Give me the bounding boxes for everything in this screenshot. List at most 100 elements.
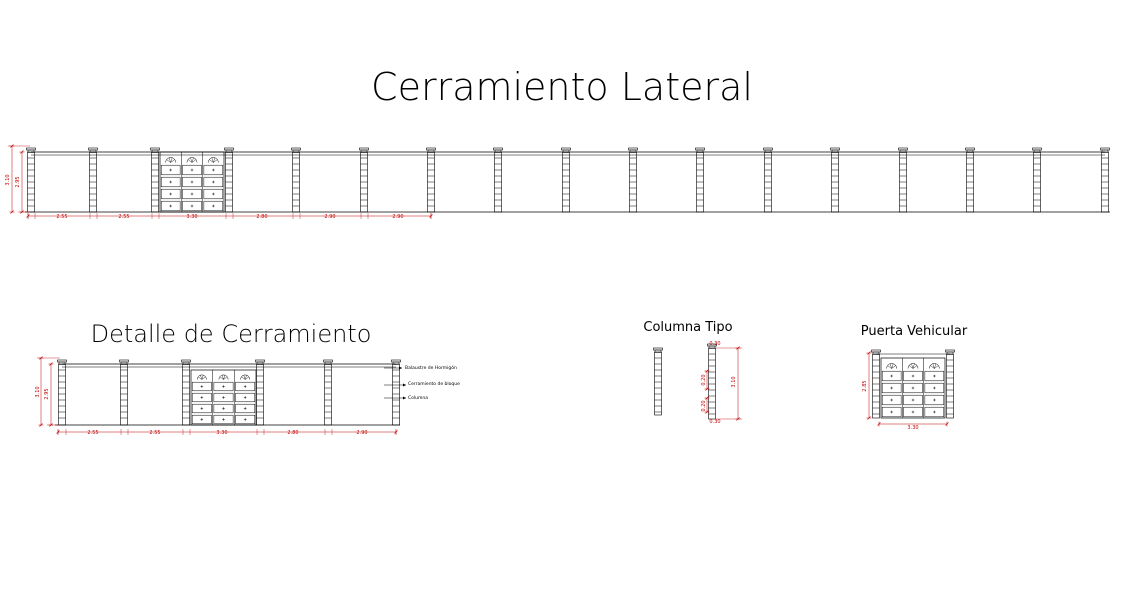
gate-fan-ray [191, 159, 197, 163]
gate-frame [159, 151, 225, 213]
column-cap [871, 349, 881, 353]
gate-panel-ornament [190, 180, 194, 184]
gate-fan-ray [887, 365, 892, 369]
gate-panel [235, 381, 256, 392]
gate-panel-ornament [190, 204, 194, 208]
gate-panel-ornament [911, 374, 915, 378]
lateral-span-4: 2.80 [256, 214, 267, 220]
title-detalle-cerramiento: Detalle de Cerramiento [91, 320, 372, 348]
gate-panel-ornament [200, 396, 204, 399]
column [965, 147, 975, 213]
column-collar [360, 149, 368, 153]
detail-fence [55, 359, 401, 426]
annotation-arrow [403, 396, 406, 400]
gate-fan-ray [912, 363, 915, 369]
gate-fan [929, 363, 940, 369]
column-collar [966, 149, 974, 153]
annotation-arrow [399, 366, 402, 370]
column [181, 359, 191, 426]
gate-fan [886, 363, 897, 369]
gate-panel-ornament [911, 398, 915, 402]
column-collar [899, 149, 907, 153]
column-collar [764, 149, 772, 153]
gate-fan-ray [190, 157, 193, 163]
column [291, 147, 301, 213]
annotation-balaustre: Balaustre de Hormigón [405, 364, 457, 371]
gate-fan-ray [223, 376, 228, 380]
detail-span-3: 3.30 [216, 430, 227, 436]
column-collar [708, 345, 716, 349]
column-cap [493, 147, 503, 151]
gate-fan-ray [244, 375, 247, 380]
gate-panel [213, 392, 234, 403]
gate-panel [182, 176, 202, 188]
column [628, 147, 638, 213]
gate-fan-ray [911, 363, 914, 369]
column-cap [628, 147, 638, 151]
column [871, 349, 881, 419]
column-cap [763, 147, 773, 151]
title-cerramiento-lateral: Cerramiento Lateral [371, 65, 753, 109]
gate-panel-ornament [169, 180, 172, 184]
dimension-slash [945, 422, 949, 426]
gate-panel [903, 406, 923, 418]
column [391, 359, 401, 426]
column-cap [1100, 147, 1110, 151]
column-shaft [58, 363, 66, 426]
gate-frame [190, 369, 257, 426]
detail-span-2: 2.55 [149, 430, 160, 436]
lateral-height-inner: 2.95 [15, 176, 21, 187]
column-cap [426, 147, 436, 151]
gate-panel-ornament [200, 418, 204, 421]
column-collar [151, 149, 159, 153]
gate-panel [182, 200, 202, 212]
gate-panel [191, 403, 212, 414]
dimension-slash [867, 416, 871, 420]
gate-panel [235, 403, 256, 414]
column-cap [653, 347, 663, 351]
gate-panel [203, 164, 224, 176]
gate-fan-ray [170, 159, 175, 163]
gate-leaf [880, 357, 946, 419]
column [830, 147, 840, 213]
column-shaft [392, 363, 400, 426]
detail-dimensions: 3.10 2.95 2.55 2.55 3.30 2.80 2.90 [35, 356, 398, 436]
gate-panel [203, 200, 224, 212]
column-shaft [324, 363, 332, 426]
dimension-slash [10, 210, 14, 214]
gate-panel-ornament [933, 410, 936, 414]
dimension-slash [705, 396, 709, 400]
gate-panel-ornament [200, 407, 204, 410]
column [653, 347, 663, 416]
gate-panel [903, 382, 923, 394]
column-collar [872, 351, 880, 355]
column-collar [696, 149, 704, 153]
gate-fan-ray [934, 365, 939, 369]
column-shaft [872, 353, 880, 419]
gate-panel [160, 188, 181, 200]
gate-fan-ray [170, 157, 173, 163]
gate-fan-ray [912, 365, 918, 369]
column-shaft [182, 363, 190, 426]
annotation-cerramiento-bloque: Cerramiento de bloque [408, 381, 460, 387]
gate-fan-ray [209, 159, 214, 163]
gate-panel [213, 414, 234, 425]
column-cap [898, 147, 908, 151]
column [493, 147, 503, 213]
column [224, 147, 234, 213]
gate-fan-ray [187, 159, 193, 163]
column [898, 147, 908, 213]
column-shaft [946, 353, 954, 419]
column-shaft [708, 347, 716, 420]
column [119, 359, 129, 426]
dimension-slash [867, 351, 871, 355]
column-collar [629, 149, 637, 153]
gate-fan [208, 157, 219, 163]
gate-panel [881, 382, 902, 394]
column [57, 359, 67, 426]
column-collar [946, 351, 954, 355]
column-collar [292, 149, 300, 153]
column-collar [58, 361, 66, 365]
gate-panel-ornament [890, 374, 893, 378]
dimension-slash [39, 423, 43, 427]
